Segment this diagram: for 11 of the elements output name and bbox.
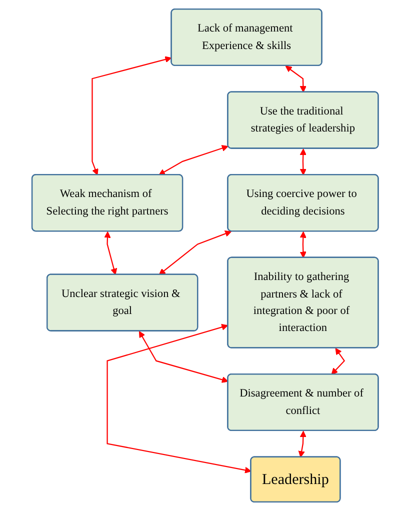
arrow: [285, 66, 306, 92]
arrow: [158, 145, 228, 176]
arrow: [104, 231, 117, 275]
arrow: [138, 331, 228, 383]
arrow: [158, 230, 232, 275]
arrow: [300, 231, 306, 258]
arrow: [331, 348, 345, 375]
arrow: [106, 324, 252, 474]
arrow: [300, 148, 306, 176]
arrow: [92, 56, 172, 176]
arrow: [298, 430, 306, 458]
